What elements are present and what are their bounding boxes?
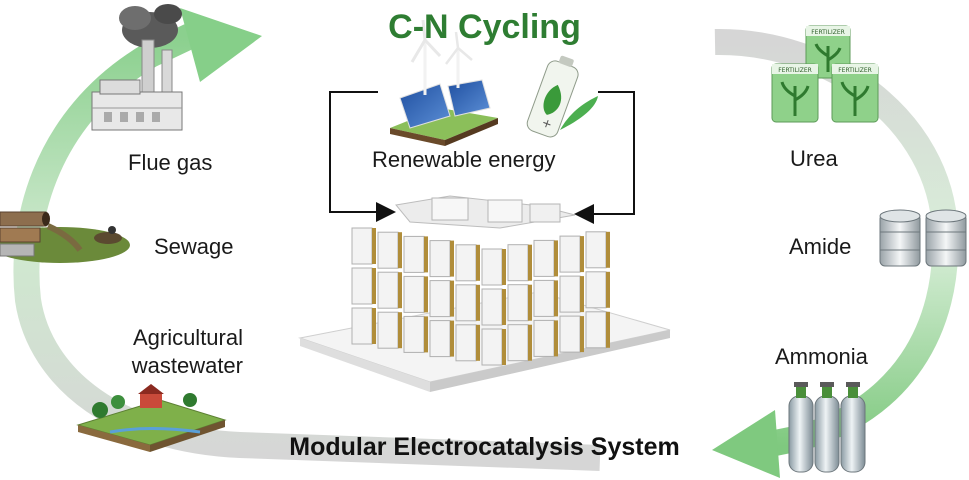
stack-cell — [377, 271, 399, 309]
stack-cell — [455, 324, 477, 362]
factory-icon — [91, 4, 183, 131]
stack-electrode — [476, 244, 480, 281]
stack-cell — [351, 307, 373, 345]
stack-electrode — [554, 320, 558, 357]
stack-electrode — [580, 316, 584, 353]
stack-electrode — [476, 324, 480, 361]
flue-gas-label: Flue gas — [128, 150, 213, 175]
stack-cell — [533, 239, 555, 277]
stack-cell — [585, 231, 607, 269]
stack-electrode — [372, 308, 376, 344]
stack-cell — [559, 315, 581, 353]
ammonia-label: Ammonia — [775, 344, 868, 369]
stack-electrode — [502, 289, 506, 325]
stack-cell — [585, 271, 607, 309]
stack-electrode — [398, 312, 402, 349]
stack-cell — [403, 235, 425, 273]
amide-label: Amide — [789, 234, 852, 259]
stack-electrode — [398, 232, 402, 269]
stack-cell — [507, 284, 529, 322]
sewage-label: Sewage — [154, 234, 234, 259]
stack-electrode — [606, 271, 610, 308]
stack-cell — [455, 244, 477, 282]
fertilizer-text: FERTILIZER — [838, 67, 872, 74]
diagram-title: C-N Cycling — [388, 8, 581, 46]
stack-electrode — [450, 240, 454, 277]
svg-text:+: + — [540, 115, 554, 132]
stack-electrode — [528, 244, 532, 281]
stack-electrode — [372, 268, 376, 304]
gas-cylinders-icon — [788, 382, 866, 473]
stack-cell — [429, 240, 451, 278]
stack-cell — [481, 288, 503, 326]
keg-barrels-icon — [879, 209, 967, 267]
stack-electrode — [554, 280, 558, 317]
stack-electrode — [502, 329, 506, 365]
stack-cell — [481, 328, 503, 366]
farmland-icon — [76, 384, 227, 452]
stack-electrode — [476, 284, 480, 321]
urea-label: Urea — [790, 146, 838, 171]
electrocatalysis-module — [298, 195, 671, 392]
stack-electrode — [450, 280, 454, 317]
stack-electrode — [528, 284, 532, 321]
renewable-energy-label: Renewable energy — [372, 147, 556, 172]
stack-electrode — [554, 240, 558, 277]
stack-cell — [507, 244, 529, 282]
stack-cell — [455, 284, 477, 322]
agricultural-label-line1: Agricultural — [132, 325, 243, 350]
stack-cell — [481, 248, 503, 286]
battery-icon: + — [526, 55, 598, 138]
stack-cell — [403, 315, 425, 353]
agricultural-label-line2: wastewater — [131, 353, 243, 378]
stack-electrode — [372, 228, 376, 264]
stack-cell — [507, 324, 529, 362]
stack-electrode — [606, 231, 610, 268]
stack-cell — [559, 275, 581, 313]
stack-cell — [559, 235, 581, 273]
stack-electrode — [580, 236, 584, 273]
system-label: Modular Electrocatalysis System — [289, 433, 680, 461]
stack-cell — [585, 311, 607, 349]
stack-electrode — [606, 311, 610, 348]
solar-wind-icon — [390, 19, 498, 146]
fertilizer-text: FERTILIZER — [778, 67, 812, 74]
stack-cell — [429, 320, 451, 358]
stack-cell — [533, 319, 555, 357]
stack-electrode — [424, 316, 428, 353]
stack-electrode — [528, 324, 532, 361]
stack-electrode — [424, 276, 428, 313]
fertilizer-text: FERTILIZER — [811, 29, 845, 36]
stack-electrode — [450, 320, 454, 357]
sewage-pipe-icon — [0, 211, 130, 263]
stack-electrode — [424, 236, 428, 273]
stack-electrode — [398, 272, 402, 309]
fertilizer-bags-icon: FERTILIZER FERTILIZER FERTILIZER — [771, 25, 879, 123]
stack-electrode — [502, 249, 506, 285]
stack-electrode — [580, 276, 584, 313]
stack-cell — [351, 267, 373, 305]
stack-cell — [429, 280, 451, 318]
stack-cell — [377, 231, 399, 269]
stack-cell — [351, 227, 373, 265]
stack-cell — [533, 279, 555, 317]
power-feed-arrows — [329, 91, 635, 224]
stack-cell — [403, 275, 425, 313]
stack-cell — [377, 311, 399, 349]
